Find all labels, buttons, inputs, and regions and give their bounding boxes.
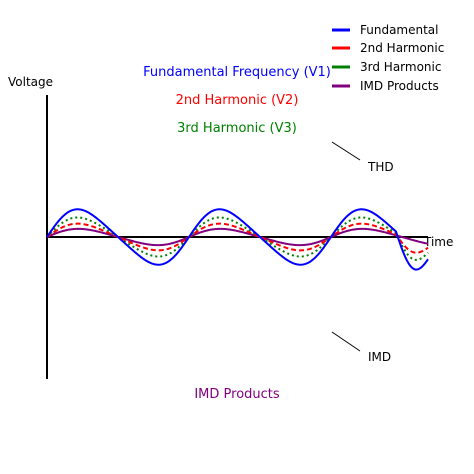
legend-label-third-harmonic: 3rd Harmonic [360, 60, 441, 74]
imd-products-annotation: IMD Products [194, 387, 280, 402]
fundamental-wave [46, 208, 429, 271]
legend-label-second-harmonic: 2nd Harmonic [360, 41, 444, 55]
third-harmonic-annotation: 3rd Harmonic (V3) [177, 121, 297, 136]
x-axis-label: Time [423, 235, 453, 249]
imd-pointer [331, 331, 361, 352]
waveforms [46, 208, 429, 271]
second-harmonic-wave [46, 222, 429, 254]
imd-products-wave [46, 227, 429, 247]
third-harmonic-wave [46, 216, 429, 261]
thd-pointer [331, 141, 361, 161]
fundamental-annotation: Fundamental Frequency (V1) [143, 65, 331, 80]
second-harmonic-annotation: 2nd Harmonic (V2) [176, 93, 299, 108]
imd-label: IMD [368, 350, 391, 364]
y-axis-label: Voltage [8, 75, 53, 89]
legend-label-imd-products: IMD Products [360, 79, 439, 93]
legend-label-fundamental: Fundamental [360, 23, 439, 37]
legend: Fundamental 2nd Harmonic 3rd Harmonic IM… [332, 23, 444, 93]
thd-label: THD [367, 160, 394, 174]
